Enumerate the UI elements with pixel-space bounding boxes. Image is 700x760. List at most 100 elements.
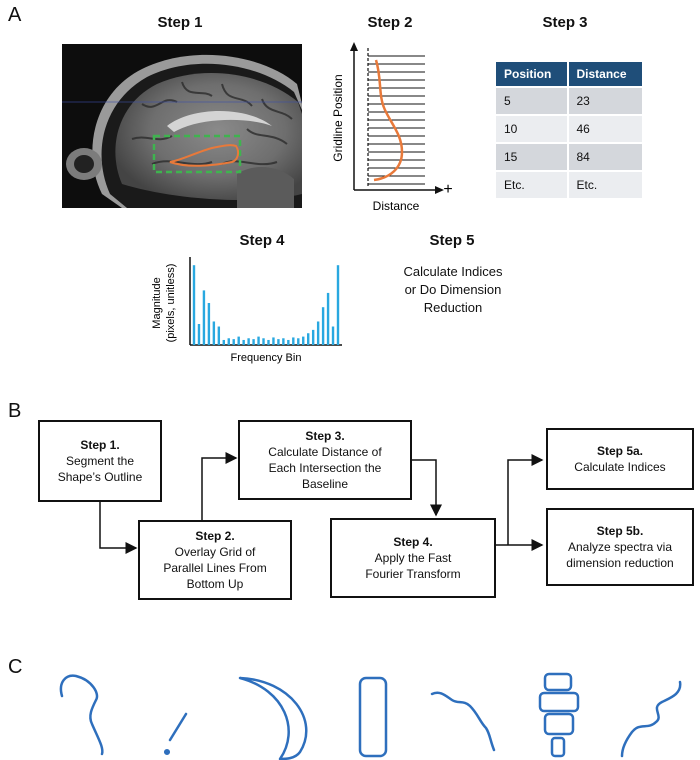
flow-step-title: Step 4. xyxy=(393,534,433,549)
table-cell: 84 xyxy=(568,142,644,170)
panel-label-b: B xyxy=(8,400,22,422)
flow-connectors xyxy=(99,452,544,554)
step5-text-line: or Do Dimension xyxy=(404,282,502,298)
shape-hook xyxy=(59,674,104,756)
step4-y-axis-label-line1: Magnitude xyxy=(151,277,163,328)
spectrum-bar xyxy=(297,338,300,345)
flow-step-text: Apply the Fast xyxy=(374,550,452,565)
step3-title: Step 3 xyxy=(542,14,588,31)
step2-x-axis-label: Distance xyxy=(373,199,420,213)
flow-step-text: dimension reduction xyxy=(566,556,674,571)
step1-title: Step 1 xyxy=(157,14,203,31)
shape-wavy-line xyxy=(620,680,682,758)
spectrum-bar xyxy=(277,339,280,345)
table-cell: 10 xyxy=(496,114,569,142)
example-shapes xyxy=(59,672,682,760)
table-row: 5 23 xyxy=(496,86,644,114)
shape-short-line xyxy=(168,712,188,742)
flow-step-text: Fourier Transform xyxy=(365,567,461,582)
spectrum-bar xyxy=(262,338,265,345)
step4-x-axis-label: Frequency Bin xyxy=(231,352,302,364)
table-cell: Etc. xyxy=(496,170,569,198)
table-row: 10 46 xyxy=(496,114,644,142)
step5-description: Calculate Indices or Do Dimension Reduct… xyxy=(378,263,528,318)
step2-y-axis-label: Gridline Position xyxy=(331,74,345,161)
panel-label-c: C xyxy=(8,656,23,678)
flow-step2-box: Step 2. Overlay Grid of Parallel Lines F… xyxy=(138,520,292,600)
table-header-position: Position xyxy=(496,62,569,86)
flow-step-title: Step 5b. xyxy=(596,523,644,538)
flow-step5a-box: Step 5a. Calculate Indices xyxy=(546,428,694,490)
flow-step-text: Calculate Distance of xyxy=(268,444,382,459)
flow-step-text: Each Intersection the xyxy=(268,461,382,475)
shape-outline xyxy=(169,144,240,167)
flow-step5b-box: Step 5b. Analyze spectra via dimension r… xyxy=(546,508,694,586)
spectrum-bar xyxy=(316,321,320,345)
table-row: 15 84 xyxy=(496,142,644,170)
step5-text-line: Reduction xyxy=(423,300,483,316)
flow-step-text: Baseline xyxy=(301,477,349,492)
flow-step-text: Bottom Up xyxy=(186,577,244,592)
flow-step4-box: Step 4. Apply the Fast Fourier Transform xyxy=(330,518,496,598)
spectrum-bar xyxy=(302,336,305,345)
spectrum-bar xyxy=(321,307,325,345)
shape-jagged-line xyxy=(430,691,496,752)
spectrum-bar xyxy=(307,333,310,345)
shape-block-1 xyxy=(543,672,573,692)
spectrum-bar xyxy=(331,326,335,345)
flow-step-text: Analyze spectra via xyxy=(567,539,673,554)
spectrum-bar xyxy=(326,292,330,345)
spectrum-bar xyxy=(212,321,216,345)
spectrum-bar xyxy=(311,329,315,345)
shape-dot xyxy=(163,748,171,756)
spectrum-bar xyxy=(237,336,240,345)
table-cell: 46 xyxy=(568,114,644,142)
table-cell: Etc. xyxy=(568,170,644,198)
table-cell: 5 xyxy=(496,86,569,114)
shape-block-4 xyxy=(550,736,566,758)
step3-table: Position Distance 5 23 10 46 15 84 Etc. … xyxy=(496,62,644,198)
table-header-distance: Distance xyxy=(568,62,644,86)
flow-step-title: Step 1. xyxy=(80,437,120,452)
spectrum-bar xyxy=(267,339,270,345)
shape-crescent xyxy=(238,676,308,760)
table-cell: 23 xyxy=(568,86,644,114)
step4-title: Step 4 xyxy=(239,232,285,249)
flow-step-title: Step 3. xyxy=(305,428,345,443)
flow-step3-box: Step 3. Calculate Distance of Each Inter… xyxy=(238,420,412,500)
spectrum-bar xyxy=(287,339,290,345)
step5-title: Step 5 xyxy=(429,232,475,249)
spectrum-bar xyxy=(222,339,225,345)
step2-gridline-plot: Gridline Position Distance + xyxy=(331,42,453,213)
spectrum-bar xyxy=(252,339,255,345)
panel-label-a: A xyxy=(8,4,22,26)
table-row: Etc. Etc. xyxy=(496,170,644,198)
roi-box xyxy=(152,134,242,174)
flow-step-text: Calculate Indices xyxy=(574,460,666,474)
spectrum-bar xyxy=(197,324,201,345)
spectrum-bar xyxy=(192,265,196,345)
step2-title: Step 2 xyxy=(367,14,413,31)
step2-plus-sign: + xyxy=(443,181,452,198)
spectrum-bar xyxy=(272,337,275,345)
spectrum-bar xyxy=(232,339,235,345)
distance-profile-curve xyxy=(373,59,404,182)
step5-text-line: Calculate Indices xyxy=(403,264,503,279)
chart-bars xyxy=(192,265,340,345)
flow-step-title: Step 5a. xyxy=(596,443,644,458)
spectrum-bar xyxy=(336,265,340,345)
step4-y-axis-label-line2: (pixels, unitless) xyxy=(165,264,177,343)
spectrum-bar xyxy=(282,338,285,345)
spectrum-bar xyxy=(242,339,245,345)
spectrum-bar xyxy=(247,338,250,345)
flow-step1-box: Step 1. Segment the Shape’s Outline xyxy=(38,420,162,502)
flow-step-title: Step 2. xyxy=(195,528,235,543)
spectrum-bar xyxy=(202,290,206,345)
flow-step-text: Overlay Grid of xyxy=(174,544,256,559)
shape-block-3 xyxy=(543,712,575,736)
flow-step-text: Segment the xyxy=(65,453,135,468)
spectrum-bar xyxy=(227,338,230,345)
spectrum-bar xyxy=(257,336,260,345)
spectrum-bar xyxy=(217,326,221,345)
shape-block-2 xyxy=(538,691,580,713)
